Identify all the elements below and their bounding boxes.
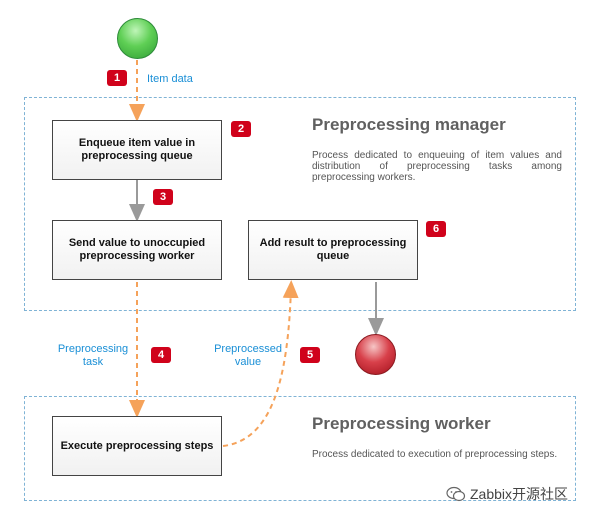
manager-description: Process dedicated to enqueuing of item v…	[312, 150, 562, 183]
watermark: Zabbix开源社区	[446, 484, 568, 504]
step-badge-2: 2	[231, 121, 251, 137]
execute-step-label: Execute preprocessing steps	[60, 439, 214, 452]
preprocessed-value-label: Preprocessed value	[206, 343, 290, 369]
preprocessing-task-label: Preprocessing task	[52, 343, 134, 369]
worker-description: Process dedicated to execution of prepro…	[312, 449, 558, 460]
item-data-label: Item data	[147, 73, 193, 85]
add-result-step: Add result to preprocessing queue	[248, 220, 418, 280]
start-node	[117, 18, 158, 59]
execute-step: Execute preprocessing steps	[52, 416, 222, 476]
edge-execute-to-add	[222, 280, 299, 447]
worker-title: Preprocessing worker	[312, 414, 491, 433]
manager-region	[24, 97, 576, 311]
send-step-label: Send value to unoccupied preprocessing w…	[68, 237, 206, 262]
preprocessed-value-line1: Preprocessed	[214, 343, 282, 355]
preprocessed-value-line2: value	[234, 356, 262, 368]
preprocessing-task-line1: Preprocessing	[57, 343, 129, 355]
worker-region	[24, 396, 576, 501]
wechat-icon	[446, 486, 466, 502]
watermark-text: Zabbix开源社区	[470, 486, 569, 502]
end-node	[355, 334, 396, 375]
step-badge-6: 6	[426, 221, 446, 237]
enqueue-step-label: Enqueue item value in preprocessing queu…	[78, 137, 196, 162]
step-badge-1: 1	[107, 70, 127, 86]
step-badge-4: 4	[151, 347, 171, 363]
step-badge-5: 5	[300, 347, 320, 363]
add-result-step-label: Add result to preprocessing queue	[259, 237, 407, 262]
send-step: Send value to unoccupied preprocessing w…	[52, 220, 222, 280]
enqueue-step: Enqueue item value in preprocessing queu…	[52, 120, 222, 180]
step-badge-3: 3	[153, 189, 173, 205]
manager-title: Preprocessing manager	[312, 115, 506, 134]
preprocessing-task-line2: task	[82, 356, 104, 368]
